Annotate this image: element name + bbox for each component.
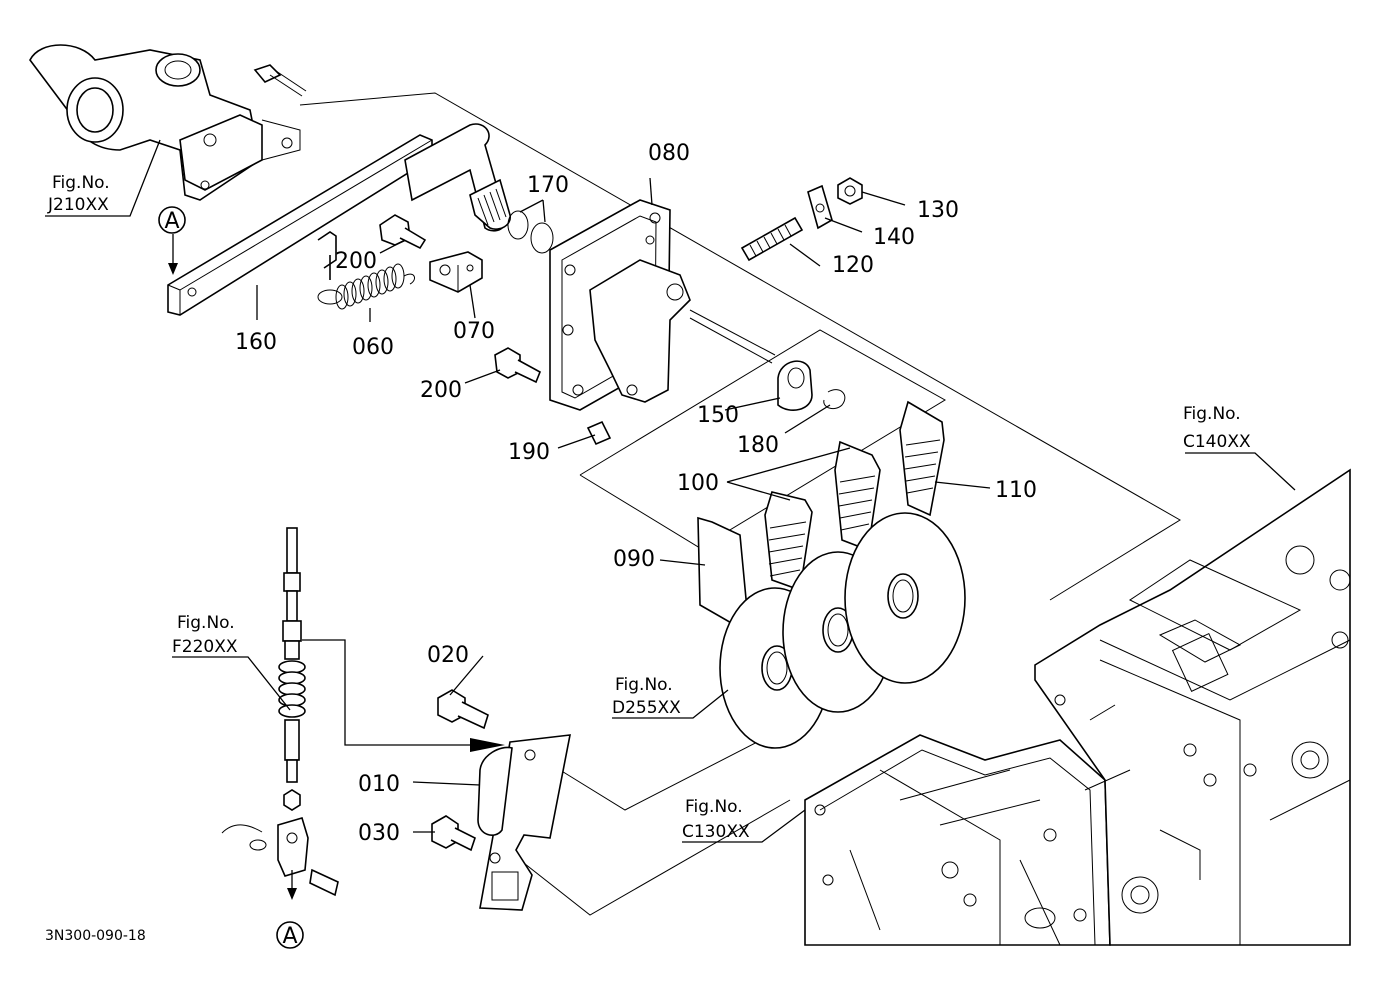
washer-140 [807,184,833,230]
outline-frame-upper [299,92,1181,601]
bracket-070 [429,251,483,293]
part-label-140: 140 [873,225,915,250]
stud-120 [740,216,804,262]
cable-assembly [221,527,339,900]
figref-c140-line1: Fig.No. [1183,404,1241,424]
part-label-150: 150 [697,403,739,428]
part-label-030: 030 [358,821,400,846]
bolt-200-lower [494,347,542,384]
part-label-010: 010 [358,772,400,797]
pin-190 [586,420,612,446]
part-label-190: 190 [508,440,550,465]
bracket-010 [477,734,571,911]
clip-180 [823,389,846,410]
figref-c130-line1: Fig.No. [685,797,743,817]
marker-a-top: A [158,206,186,234]
part-label-020: 020 [427,643,469,668]
figref-f220-line1: Fig.No. [177,613,235,633]
part-label-060: 060 [352,335,394,360]
bolt-200-upper [379,214,427,250]
nut-130 [837,177,863,205]
part-label-200-upper: 200 [335,249,377,274]
cover-plate-080 [549,199,776,411]
part-label-180: 180 [737,433,779,458]
upper-housing [29,44,307,201]
part-label-090: 090 [613,547,655,572]
part-label-120: 120 [832,253,874,278]
part-label-160: 160 [235,330,277,355]
friction-pad-1 [764,491,813,592]
part-label-170: 170 [527,173,569,198]
spring-060 [317,255,416,310]
disc-rear [844,512,966,684]
outline-frame-lower [559,719,801,811]
cable-pointer [302,639,505,752]
figref-j210-line2: J210XX [47,195,109,215]
figref-j210-line1: Fig.No. [52,173,110,193]
part-label-070: 070 [453,319,495,344]
bolt-020 [437,689,489,730]
cam-150 [777,360,813,411]
marker-a-bottom: A [276,921,304,949]
outline-frame-inner [579,329,946,549]
figref-c130-line2: C130XX [682,822,750,842]
part-label-130: 130 [917,198,959,223]
figref-d255-line1: Fig.No. [615,675,673,695]
part-label-200-lower: 200 [420,378,462,403]
friction-pad-3 [899,400,945,517]
drawing-code: 3N300-090-18 [45,928,146,944]
svg-text:A: A [282,924,297,949]
outline-frame-bottom [519,799,791,916]
part-label-110: 110 [995,478,1037,503]
o-rings-170 [507,210,554,254]
part-label-100: 100 [677,471,719,496]
svg-text:A: A [164,209,179,234]
transmission-housing-c140 [1034,468,1351,946]
transmission-housing-c130 [804,734,1111,946]
part-label-080: 080 [648,141,690,166]
figref-d255-line2: D255XX [612,698,681,718]
figref-f220-line2: F220XX [172,637,238,657]
lever-bar-160 [167,123,511,316]
bolt-030 [431,815,476,852]
leader-lines [45,139,1296,843]
figref-c140-line2: C140XX [1183,432,1251,452]
